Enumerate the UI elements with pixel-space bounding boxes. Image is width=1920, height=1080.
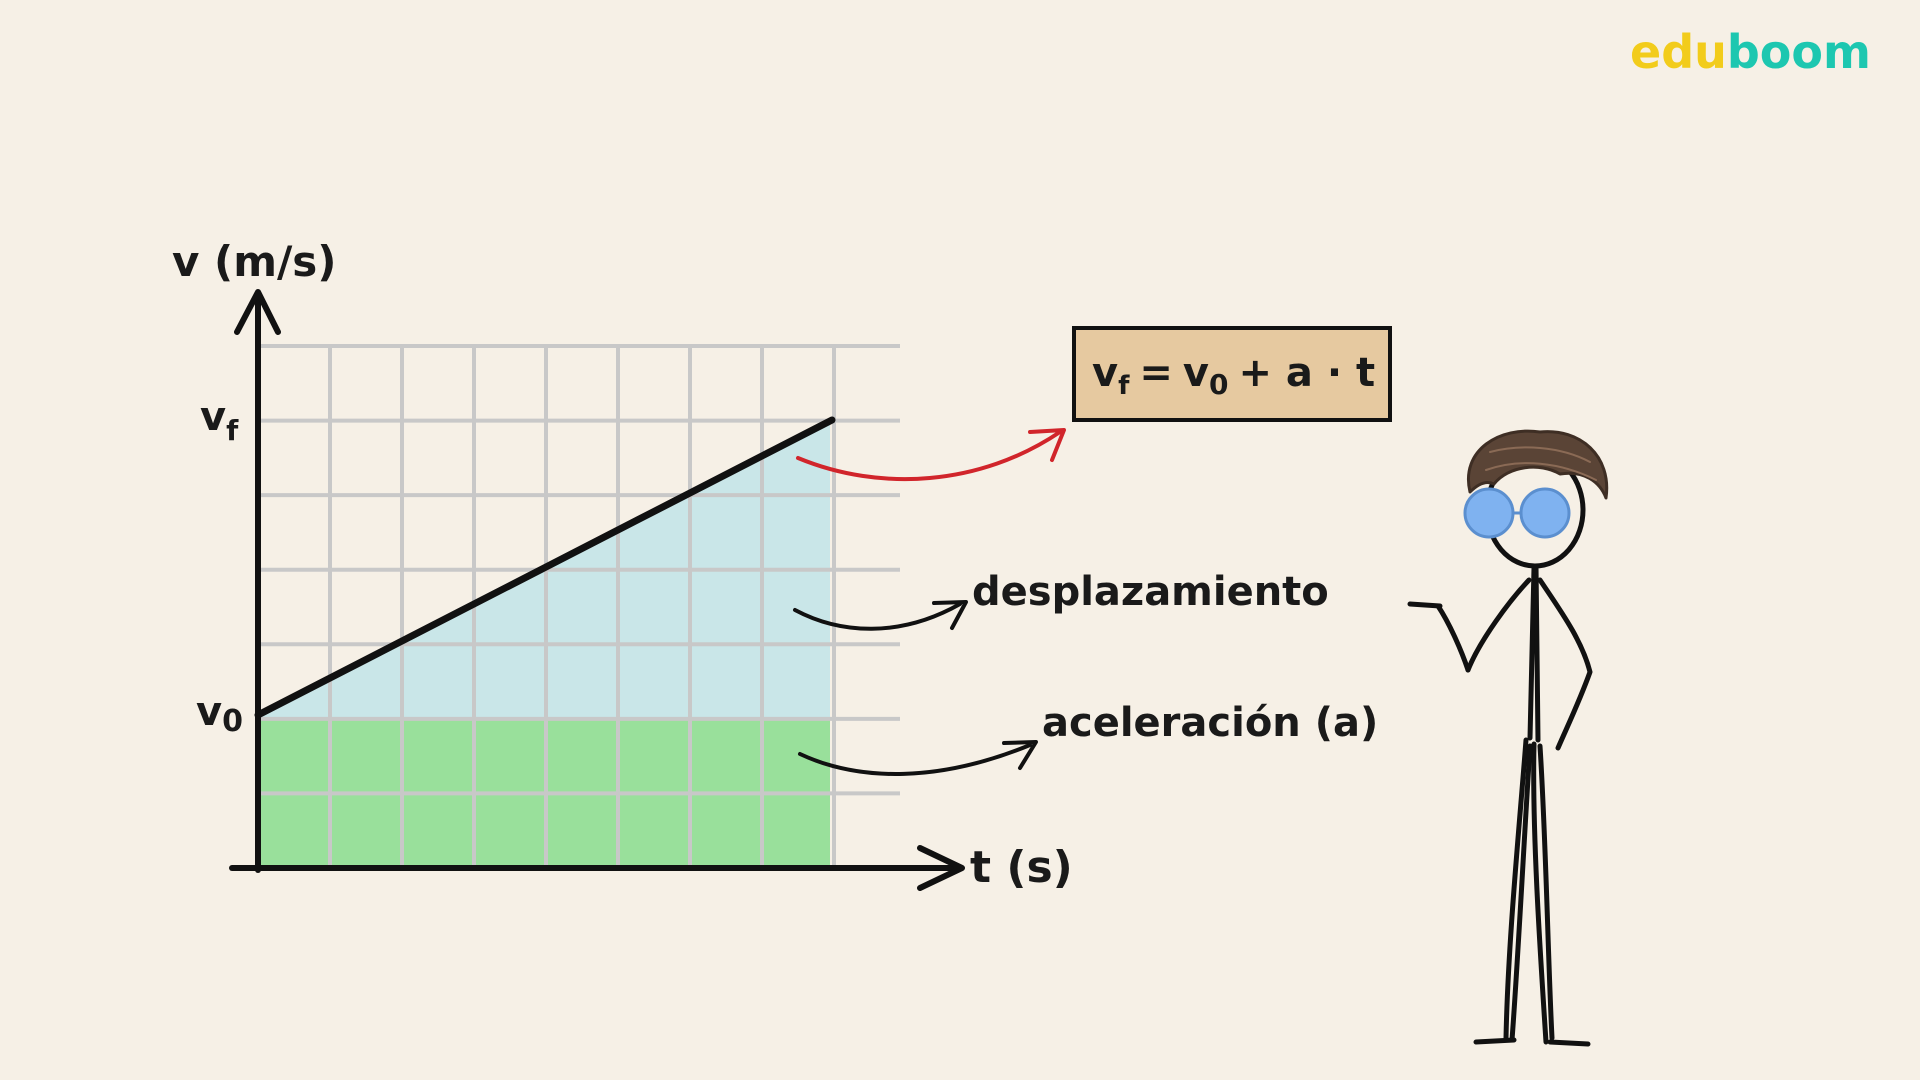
velocity-line	[254, 416, 836, 719]
vf-base: v	[200, 394, 226, 440]
logo-part-boom: boom	[1727, 25, 1871, 79]
arrow-to-desplazamiento-icon	[793, 600, 968, 631]
desplazamiento-label: desplazamiento	[972, 569, 1329, 615]
arrow-to-aceleracion-icon	[798, 740, 1038, 776]
logo-part-edu: edu	[1630, 25, 1727, 79]
x-axis-label: t (s)	[970, 842, 1073, 893]
eduboom-logo: eduboom	[1630, 25, 1871, 79]
x-axis	[229, 845, 965, 891]
stick-figure-with-glasses-icon	[1407, 429, 1609, 1047]
aceleracion-label: aceleración (a)	[1042, 700, 1378, 746]
vf-sub: f	[226, 414, 239, 447]
formula-text: vf=v0+ a · t	[1092, 350, 1375, 401]
y-axis	[234, 289, 281, 873]
y-axis-label: v (m/s)	[172, 237, 337, 286]
v0-sub: 0	[222, 704, 243, 739]
red-arrow-icon	[796, 428, 1066, 482]
vf-label: vf	[200, 394, 239, 447]
v0-label: v0	[196, 689, 243, 739]
v0-base: v	[196, 689, 222, 735]
formula-box: vf=v0+ a · t	[1072, 326, 1392, 422]
